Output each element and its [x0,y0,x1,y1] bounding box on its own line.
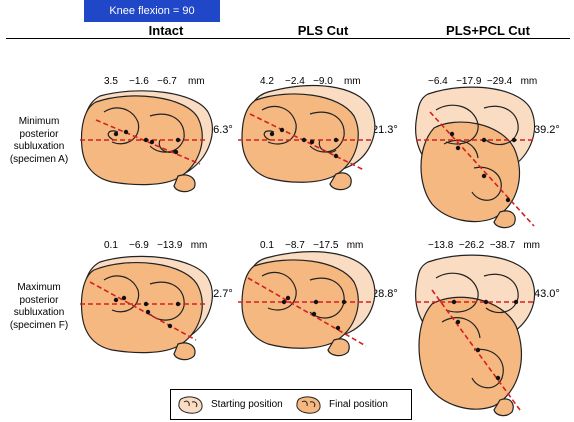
angle-plspcl-max: 43.0° [534,288,560,300]
rotation-line [95,119,201,165]
bone-final-shape [80,261,203,354]
panel-plspcl-max [415,254,536,417]
rotation-line [89,281,197,341]
row-label-minimum: Minimum posterior subluxation (specimen … [9,116,69,165]
legend-starting-position: Starting position [211,399,283,410]
header-rule [6,38,570,39]
bone-final-shape [241,93,359,183]
row-label-maximum: Maximum posterior subluxation (specimen … [9,282,69,331]
knee-flexion-badge: Knee flexion = 90 [84,0,220,22]
rotation-line [249,113,365,171]
angle-pls-min: 21.3° [372,124,398,136]
measurements-plspcl-max: −13.8 −26.2 −38.7 mm [428,240,541,251]
fibula-shape [493,210,516,229]
angle-intact-min: 16.3° [207,124,233,136]
measurements-intact-max: 0.1 −6.9 −13.9 mm [104,240,208,251]
legend-final-position: Final position [329,399,388,410]
final-position-swatch-icon [296,396,321,414]
bone-final-shape [418,296,523,410]
measurements-pls-max: 0.1 −8.7 −17.5 mm [260,240,364,251]
rotation-line [247,277,367,347]
column-header-intact: Intact [148,23,184,38]
angle-intact-max: 22.7° [207,288,233,300]
fibula-shape [173,342,196,361]
angle-pls-max: 28.8° [372,288,398,300]
panel-intact-max [80,255,213,361]
fibula-shape [329,172,352,191]
column-header-pls-cut: PLS Cut [297,23,349,38]
panel-intact-min [80,90,213,193]
bone-final-shape [420,121,521,223]
measurements-plspcl-min: −6.4 −17.9 −29.4 mm [428,76,538,87]
legend: Starting position Final position [170,389,412,420]
panel-pls-max [238,251,376,357]
angle-plspcl-min: 39.2° [534,124,560,136]
panel-pls-min [238,85,376,191]
rotation-line [429,111,535,227]
measurements-intact-min: 3.5 −1.6 −6.7 mm [104,76,205,87]
fibula-shape [173,174,196,193]
panel-plspcl-min [415,86,536,229]
measurements-pls-min: 4.2 −2.4 −9.0 mm [260,76,361,87]
column-header-pls-pcl-cut: PLS+PCL Cut [446,23,530,38]
fibula-shape [327,338,350,357]
starting-position-swatch-icon [178,396,203,414]
bone-final-shape [241,259,359,349]
bone-final-shape [80,95,203,186]
fibula-shape [493,398,514,417]
